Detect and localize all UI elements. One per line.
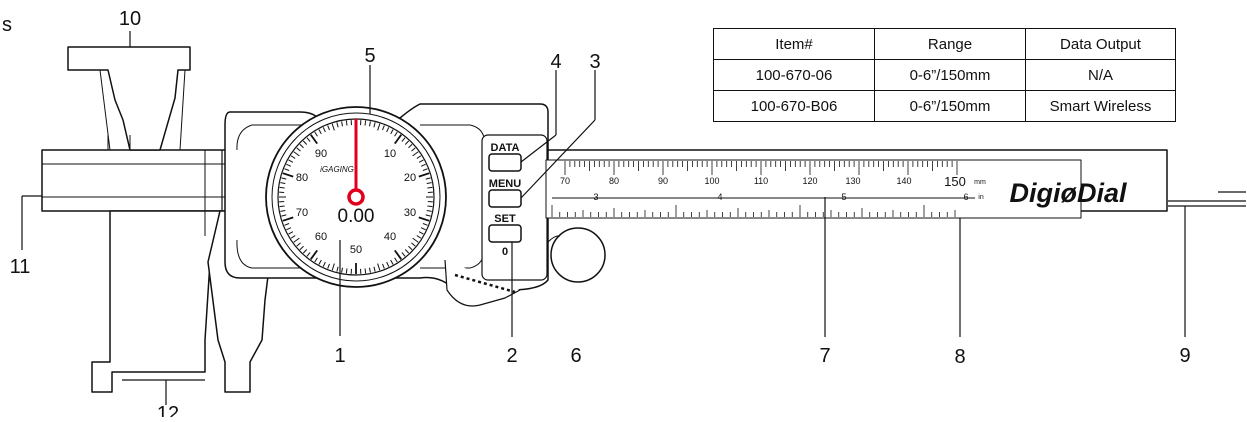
table-header: Item#	[714, 29, 875, 60]
table-header: Data Output	[1026, 29, 1176, 60]
inch-number: 6	[963, 192, 968, 202]
callout-12: 12	[157, 403, 179, 417]
callout-8: 8	[954, 346, 965, 368]
dial-number: 80	[296, 172, 308, 184]
callout-5: 5	[364, 45, 375, 67]
table-row: 100-670-06 0-6”/150mm N/A	[714, 60, 1176, 91]
metric-number: 100	[704, 176, 719, 186]
callout-1: 1	[334, 345, 345, 367]
dial-reading: 0.00	[338, 206, 375, 227]
inch-number: 4	[717, 192, 722, 202]
metric-number: 140	[896, 176, 911, 186]
menu-button-label: MENU	[489, 178, 521, 190]
dial-number: 10	[384, 148, 396, 160]
scale-panel	[546, 160, 1081, 218]
dial-number: 50	[350, 244, 362, 256]
callout-9: 9	[1179, 345, 1190, 367]
dial-number: 60	[315, 231, 327, 243]
metric-number-last: 150	[944, 174, 966, 189]
metric-number: 130	[845, 176, 860, 186]
set-button-label: SET	[494, 213, 516, 225]
product-brand: DigiøDial	[1009, 178, 1127, 208]
dial-number: 30	[404, 207, 416, 219]
metric-number: 110	[754, 176, 768, 186]
callout-10: 10	[119, 8, 141, 30]
data-button-label: DATA	[491, 142, 520, 154]
inch-unit: in	[978, 194, 984, 201]
dial-number: 70	[296, 207, 308, 219]
table-cell: 0-6”/150mm	[875, 91, 1026, 122]
callout-7: 7	[819, 345, 830, 367]
dial-number: 40	[384, 231, 396, 243]
spec-table: Item# Range Data Output 100-670-06 0-6”/…	[713, 28, 1176, 122]
callout-2: 2	[506, 345, 517, 367]
set-button-shape[interactable]	[489, 225, 521, 242]
metric-number: 90	[658, 176, 668, 186]
metric-unit: mm	[974, 179, 986, 186]
dial-brand: iGAGING	[320, 165, 354, 174]
table-cell: 100-670-B06	[714, 91, 875, 122]
table-header: Range	[875, 29, 1026, 60]
inch-number: 3	[593, 192, 598, 202]
fixed-outside-jaw	[92, 211, 220, 392]
metric-number: 70	[560, 176, 570, 186]
table-cell: N/A	[1026, 60, 1176, 91]
dial-number: 20	[404, 172, 416, 184]
table-cell: 100-670-06	[714, 60, 875, 91]
metric-number: 120	[802, 176, 817, 186]
callout-3: 3	[589, 51, 600, 73]
edge-fragment: s	[2, 14, 12, 36]
table-cell: Smart Wireless	[1026, 91, 1176, 122]
zero-label: 0	[502, 246, 508, 258]
dial-number: 90	[315, 148, 327, 160]
table-row: 100-670-B06 0-6”/150mm Smart Wireless	[714, 91, 1176, 122]
metric-number: 80	[609, 176, 619, 186]
data-button-shape[interactable]	[489, 154, 521, 171]
table-cell: 0-6”/150mm	[875, 60, 1026, 91]
depth-rod-shape	[1168, 201, 1246, 206]
table-header-row: Item# Range Data Output	[714, 29, 1176, 60]
inch-number: 5	[841, 192, 846, 202]
inside-jaws-shape	[68, 47, 190, 150]
callout-11: 11	[10, 256, 31, 278]
callout-4: 4	[550, 51, 561, 73]
callout-6: 6	[570, 345, 581, 367]
menu-button-shape[interactable]	[489, 190, 521, 207]
